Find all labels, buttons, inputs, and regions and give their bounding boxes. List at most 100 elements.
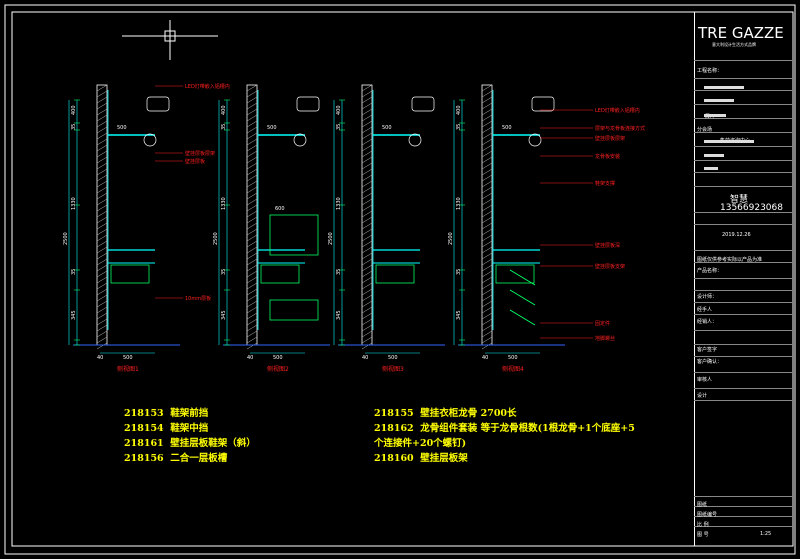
wall-hatch [361,156,373,164]
wall-hatch [96,288,108,296]
dim-total: 2500 [63,232,69,245]
wall-hatch [246,306,258,314]
wall-hatch [246,240,258,248]
wall-hatch [361,180,373,188]
wall-hatch [481,228,493,236]
wall-hatch [361,342,373,350]
wall-hatch [246,96,258,104]
title-block-divider [694,146,793,147]
dim-lower-b: 345 [456,310,462,320]
wall-hatch [246,180,258,188]
wall-hatch [246,294,258,302]
wall-hatch [96,108,108,116]
wall-hatch [361,318,373,326]
wall-hatch [361,210,373,218]
wall-hatch [481,132,493,140]
wall-hatch [481,180,493,188]
wall-hatch [361,282,373,290]
wall-hatch [96,306,108,314]
base-width: 500 [273,355,283,361]
wall-hatch [246,318,258,326]
wall-hatch [96,126,108,134]
brand-logo: TRE GAZZE [698,24,784,42]
wall-hatch [361,90,373,98]
dim-gap: 35 [71,124,77,130]
title-block-label: 经手人 [697,307,713,313]
title-block-divider [694,224,793,225]
title-block-divider [694,172,793,173]
wall-hatch [96,84,108,92]
base-side: 40 [97,355,103,361]
wall-hatch [96,192,108,200]
wall-hatch [481,300,493,308]
wall-hatch [246,204,258,212]
title-block-divider [694,372,793,373]
wall-hatch [246,126,258,134]
wall-hatch [246,186,258,194]
title-block-divider [694,356,793,357]
base-side: 40 [247,355,253,361]
inner-border [11,11,794,547]
title-block-label: 设计师： [697,294,718,300]
wall-hatch [246,150,258,158]
legend-item: 218160 壁挂层板架 [374,453,468,464]
dim-upper: 400 [221,105,227,115]
wall-hatch [96,276,108,284]
shelf-width: 500 [117,125,127,131]
dim-lower-b: 345 [71,310,77,320]
title-block-label: 设计 [697,393,708,399]
wall-hatch [96,222,108,230]
wall-hatch [96,240,108,248]
light-detail [146,96,170,112]
wall-hatch [481,282,493,290]
detail-circle [293,133,307,147]
wall-hatch [96,198,108,206]
title-block-divider [694,262,793,263]
annotation-v1: 10mm层板 [185,295,211,302]
title-block-divider [694,278,793,279]
wall-hatch [246,114,258,122]
wall-hatch [246,222,258,230]
slanted-shoe-rack [509,309,536,326]
wall-hatch [361,138,373,146]
wall-hatch [246,264,258,272]
drawing-note: 图纸仅供参考实际以产品为准 [697,257,763,263]
wall-hatch [361,120,373,128]
wall-hatch [96,174,108,182]
dim-mid: 1330 [71,197,77,210]
drawer-box [495,264,535,284]
cabinet-width: 600 [275,206,285,212]
wall-hatch [96,246,108,254]
tb-bottom-label: 图纸 [697,502,708,508]
wall-hatch [361,186,373,194]
annotation-v4: 层架与龙骨板连接方式 [595,125,645,132]
dim-gap: 35 [456,124,462,130]
wall-hatch [361,192,373,200]
annotation-v4: 壁挂层板支架 [595,263,625,270]
wall-hatch [96,252,108,260]
title-block-label: 审核人 [697,377,713,383]
shelf-width: 500 [502,125,512,131]
wall-hatch [481,192,493,200]
wall-hatch [361,288,373,296]
wall-hatch [246,102,258,110]
base-width: 500 [508,355,518,361]
legend-item: 218162 龙骨组件套装 等于龙骨根数(1根龙骨+1个底座+5 [374,423,635,434]
wall-hatch [361,96,373,104]
wall-hatch [246,120,258,128]
wall-hatch [96,102,108,110]
wall-hatch [481,270,493,278]
cabinet-drawer [269,299,319,321]
wall-hatch [96,186,108,194]
title-block [694,12,793,546]
wall-hatch [481,258,493,266]
wall-hatch [246,336,258,344]
legend-item: 个连接件+20个螺钉) [374,438,467,449]
wall-hatch [361,240,373,248]
wall-hatch [96,144,108,152]
wall-hatch [481,168,493,176]
title-block-divider [694,78,793,79]
tb-bottom-label: 图纸编号 [697,512,718,518]
wall-hatch [96,210,108,218]
